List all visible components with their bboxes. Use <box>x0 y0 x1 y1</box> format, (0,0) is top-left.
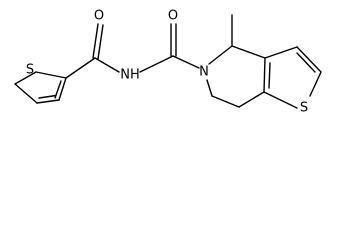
bond-c2-to-s <box>309 71 322 97</box>
bond-s-to-c7a <box>263 91 298 109</box>
bond-c3a-to-c7a <box>263 57 266 93</box>
atom-label-oxygen-left: O <box>94 9 104 24</box>
bond-thiophene-c4-c5 <box>14 83 38 104</box>
bond-c3a-c7a-inner <box>268 62 271 89</box>
bond-c3-to-c2-inner <box>296 52 316 73</box>
bond-thiophene-c2-c3-inner <box>54 80 62 99</box>
bond-thiophene-c3-c4-inner <box>38 94 57 99</box>
bond-thiophene-c3-c4 <box>36 99 60 104</box>
bond-carbonyl-left-oxygen-a <box>92 23 99 59</box>
bond-c4-to-c3a <box>231 45 266 59</box>
atom-label-oxygen-right: O <box>168 9 178 24</box>
bond-carbonyl-to-nh <box>94 57 120 73</box>
atom-label-sulfur-right: S <box>300 101 308 116</box>
atom-label-sulfur-left: S <box>26 63 34 78</box>
bond-c7a-to-c7 <box>238 91 265 108</box>
bond-thiophene-c2-c3 <box>58 77 67 101</box>
bond-carbonyl-to-ring-nitrogen <box>172 55 200 69</box>
bond-c6-to-n <box>206 79 213 97</box>
structure-canvas: O NH O N S S <box>14 8 322 116</box>
molecule-diagram: O NH O N S S <box>14 9 322 116</box>
bond-carbonyl-left-oxygen-b <box>97 24 104 60</box>
bond-n-to-c4 <box>208 45 233 65</box>
bond-c7-to-c6 <box>211 95 240 108</box>
bond-thiophene-s-c2 <box>35 71 67 79</box>
bond-thiophene-to-carbonyl <box>65 57 96 79</box>
bond-c3-to-c2 <box>296 46 322 73</box>
atom-label-nh: NH <box>120 68 140 83</box>
bond-nh-to-carbonyl-right <box>139 55 174 73</box>
atom-label-ring-nitrogen: N <box>199 65 209 80</box>
bond-thiophene-c5-s <box>14 71 37 85</box>
bond-c3a-to-c3 <box>264 46 298 59</box>
